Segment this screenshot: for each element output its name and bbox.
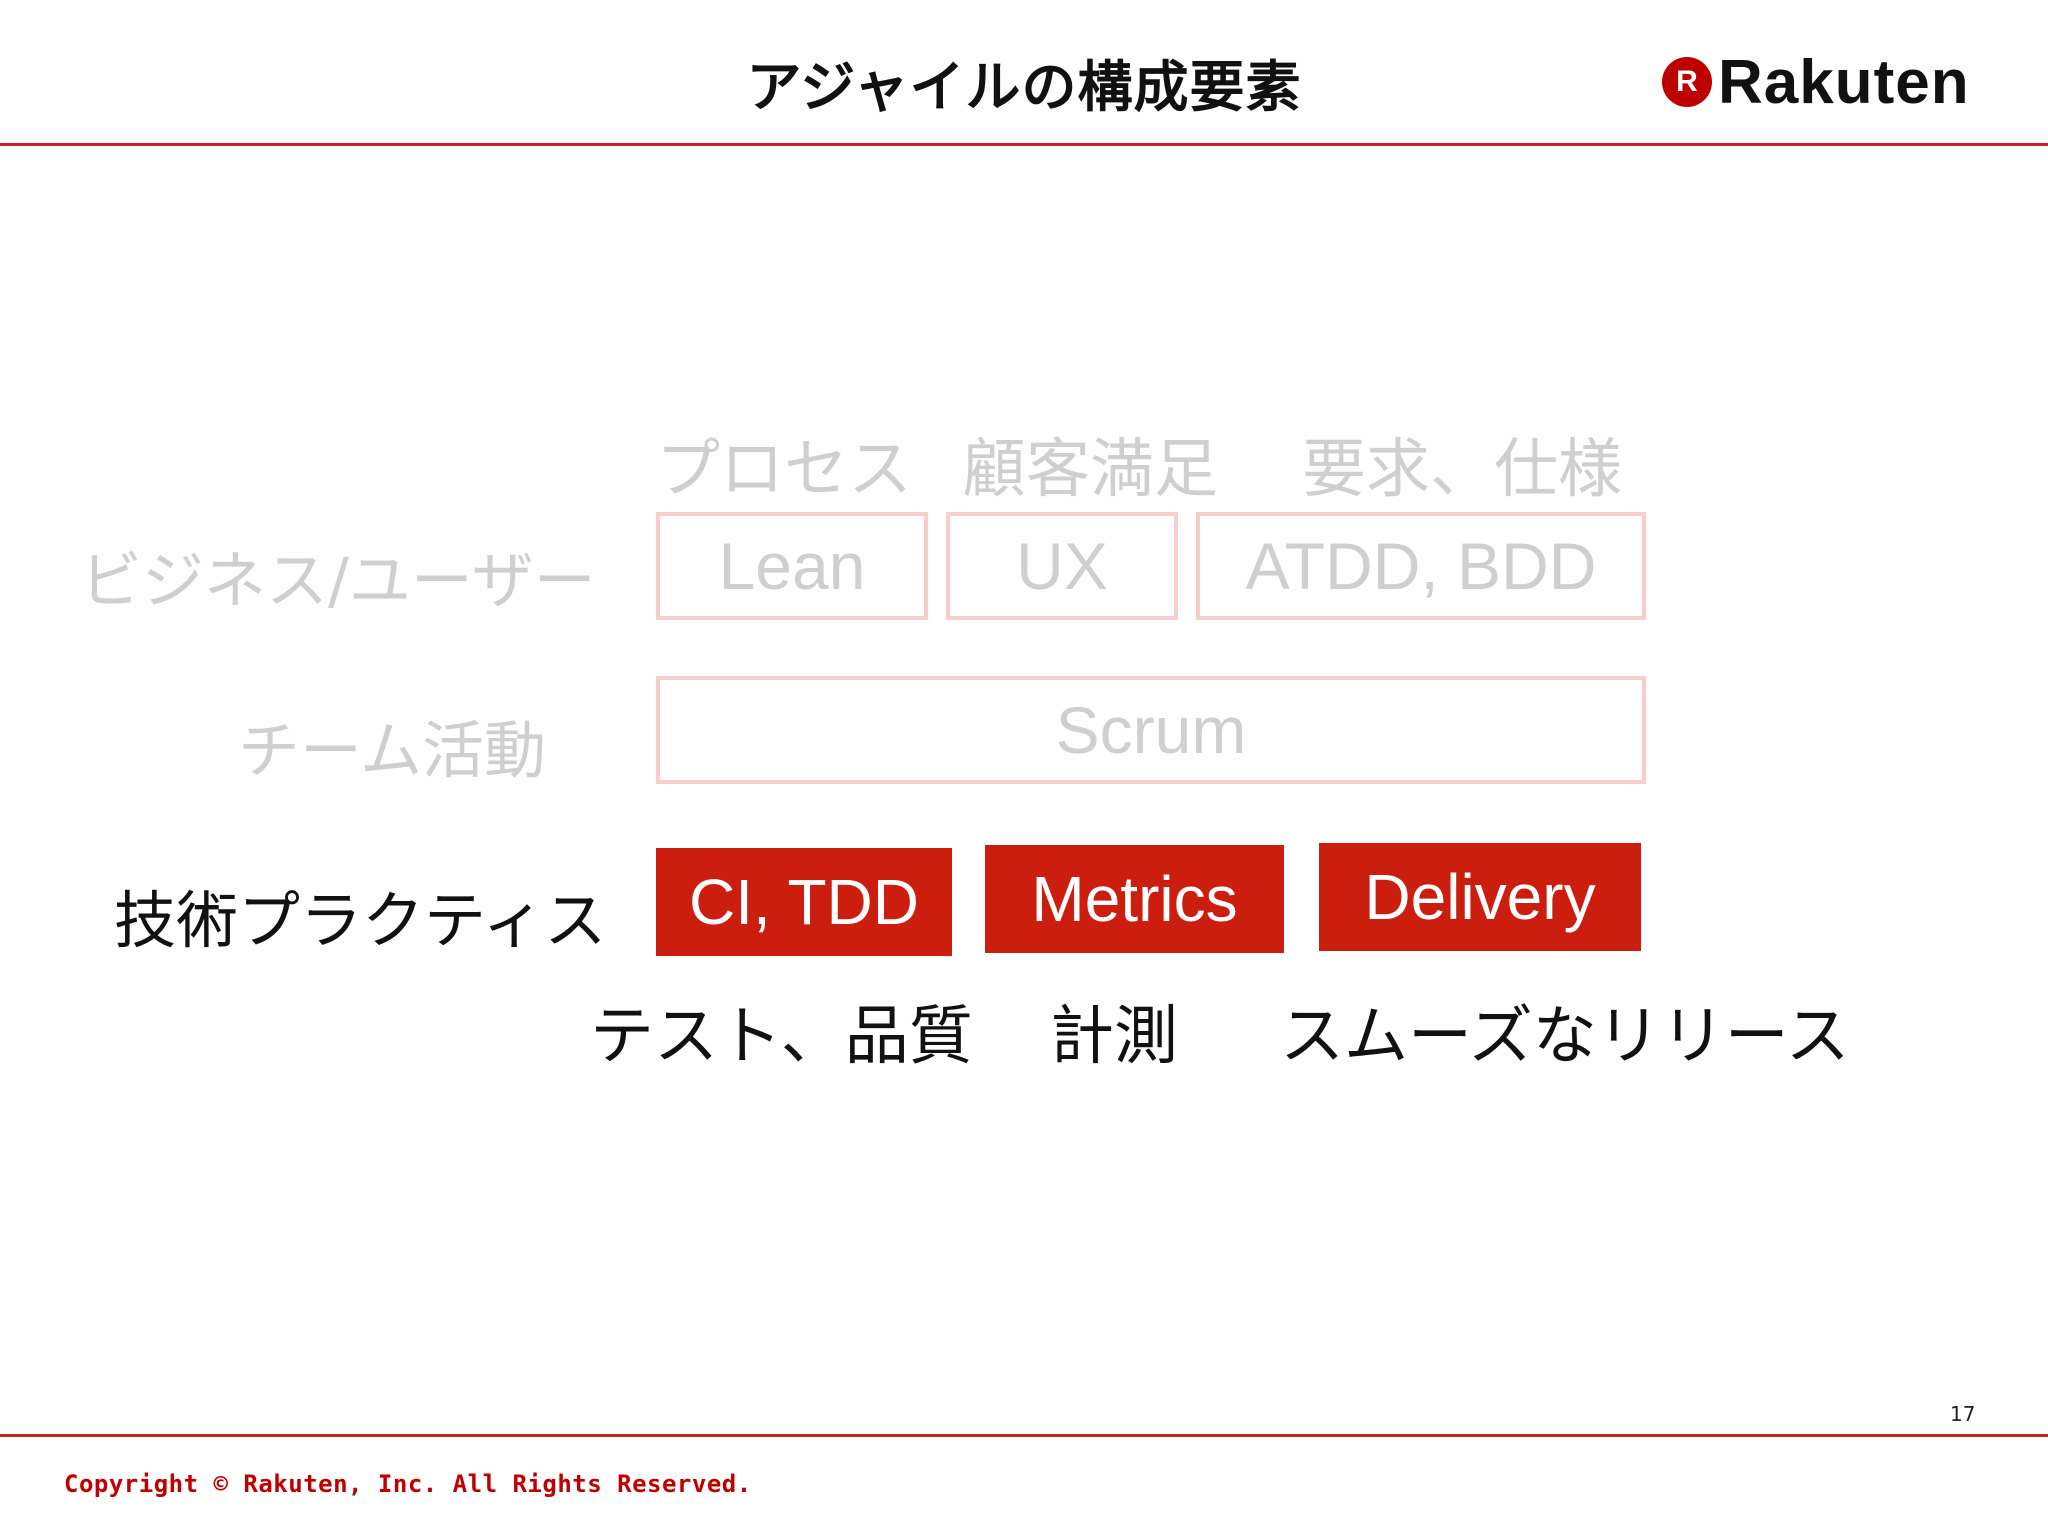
row-label-team: チーム活動 [238,714,547,787]
caption-smooth-release: スムーズなリリース [1280,1000,1850,1074]
rakuten-logo: R Rakuten [1662,48,1970,117]
column-label-process: プロセス [656,433,912,507]
row-label-tech: 技術プラクティス [114,884,607,957]
row-label-business: ビジネス/ユーザー [80,544,596,617]
slide-title: アジャイルの構成要素 [746,55,1302,119]
logo-mark-icon: R [1662,57,1712,107]
copyright-notice: Copyright © Rakuten, Inc. All Rights Res… [64,1470,752,1498]
delivery-box: Delivery [1319,843,1641,951]
caption-measurement: 計測 [1050,1000,1178,1074]
logo-text: Rakuten [1718,47,1970,117]
lean-box: Lean [656,512,928,620]
scrum-box: Scrum [656,676,1646,784]
ci-tdd-box: CI, TDD [656,848,952,956]
page-number: 17 [1950,1402,1976,1426]
footer-divider [0,1434,2048,1437]
column-label-requirements: 要求、仕様 [1302,433,1622,507]
ux-box: UX [946,512,1178,620]
caption-test-quality: テスト、品質 [590,1000,973,1074]
header-divider [0,143,2048,146]
metrics-box: Metrics [985,845,1284,953]
atdd-bdd-box: ATDD, BDD [1196,512,1646,620]
column-label-customer: 顧客満足 [962,433,1218,507]
